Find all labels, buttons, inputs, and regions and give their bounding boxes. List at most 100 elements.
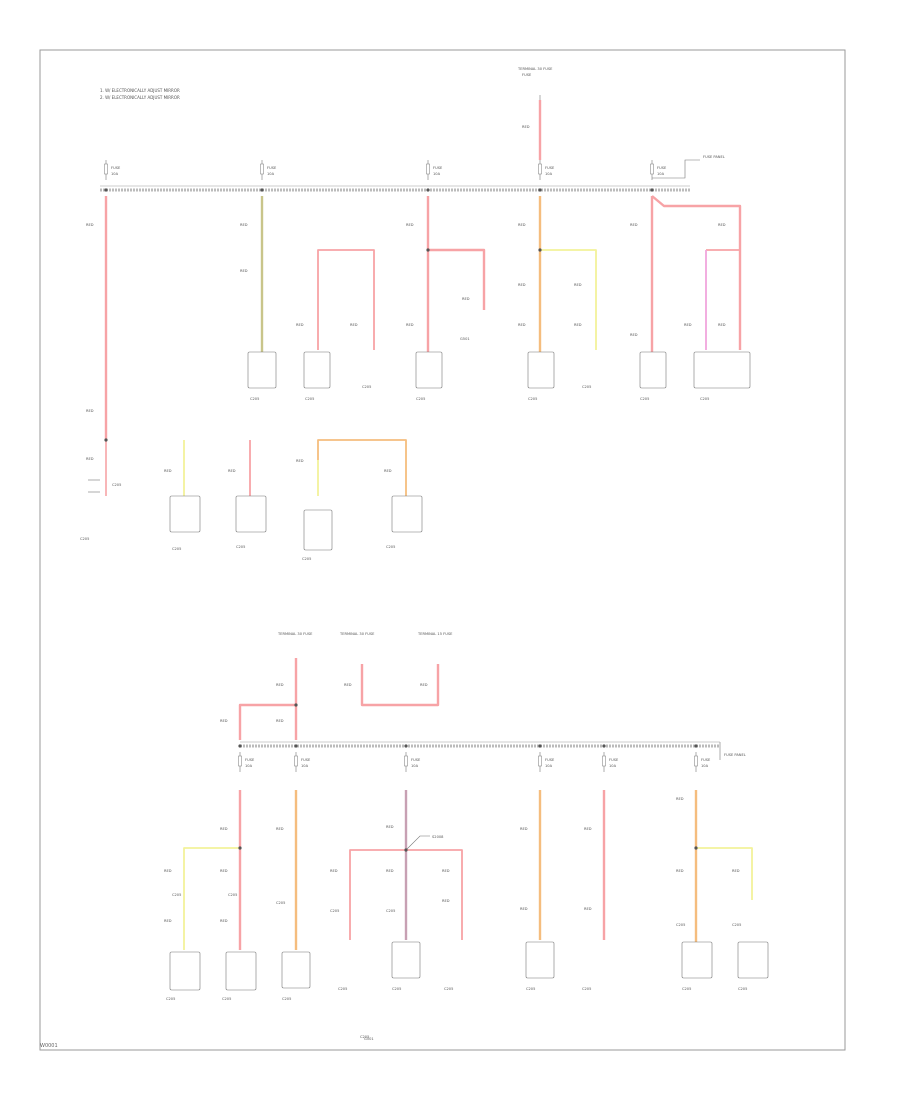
component-box (303, 351, 331, 389)
wire-label: RED (442, 869, 450, 873)
wire-label: RED (220, 719, 228, 723)
fuse-icon (294, 755, 298, 767)
component-box (525, 941, 555, 979)
thin-line (405, 835, 430, 851)
wire-label: C205 (360, 1035, 369, 1039)
wire-label: C205 (250, 397, 259, 401)
splice-dot (538, 744, 542, 748)
component-box (391, 941, 421, 979)
wire-label: TERMINAL 15 FUSE (417, 632, 453, 636)
wire-label: 10A (411, 764, 419, 768)
wire (651, 195, 742, 350)
wire-label: FUSE (657, 166, 667, 170)
fuse-icon (426, 163, 430, 175)
wire-label: TERMINAL 30 FUSE (339, 632, 375, 636)
wire-label: C205 (362, 385, 371, 389)
wire-label: FUSE (545, 166, 555, 170)
wire-label: C205 (676, 923, 685, 927)
wire (238, 703, 296, 740)
figure-id: W0001 (40, 1043, 58, 1049)
wire-label: RED (630, 333, 638, 337)
component-box (169, 951, 201, 991)
wire-label: TERMINAL 30 FUSE (517, 67, 553, 71)
splice-dot (426, 248, 430, 252)
wire-label: C205 (444, 987, 453, 991)
wire-label: C205 (302, 557, 311, 561)
splice-dot (294, 744, 298, 748)
wire-label: C205 (582, 987, 591, 991)
wire-label: C205 (305, 397, 314, 401)
wire-label: RED (220, 827, 228, 831)
fuse-icon (104, 163, 108, 175)
fuse-icon (238, 755, 242, 767)
wire-label: C205 (228, 893, 237, 897)
fuse-icon (538, 163, 542, 175)
wire-label: RED (296, 459, 304, 463)
wire (428, 248, 486, 310)
component-box (527, 351, 555, 389)
legend-line-2: 2. W/ ELECTRONICALLY ADJUST MIRROR (100, 95, 180, 100)
splice-dot (538, 248, 542, 252)
wire-label: RED (630, 223, 638, 227)
wire-label: RED (584, 907, 592, 911)
wire-label: RED (406, 323, 414, 327)
wire-label: 10A (245, 764, 253, 768)
splice-dot (104, 438, 108, 442)
diagram-frame (39, 49, 846, 1051)
wire-label: RED (676, 797, 684, 801)
wire-label: G501 (460, 337, 470, 341)
wire-label: C205 (172, 893, 181, 897)
wire-label: 10A (433, 172, 441, 176)
wire-label: FUSE (433, 166, 443, 170)
splice-dot (426, 188, 430, 192)
wire-label: FUSE (545, 758, 555, 762)
wire-label: C205 (330, 909, 339, 913)
wire-label: RED (518, 283, 526, 287)
wire-label: RED (276, 827, 284, 831)
wire-label: RED (462, 297, 470, 301)
wire-label: C205 (80, 537, 89, 541)
fuse-icon (694, 755, 698, 767)
wire-label: TERMINAL 30 FUSE (277, 632, 313, 636)
wire-label: RED (584, 827, 592, 831)
wire-label: FUSE PANEL (703, 155, 725, 159)
wire-label: C205 (526, 987, 535, 991)
wire-label: RED (574, 283, 582, 287)
wire (540, 249, 597, 350)
wire-label: C205 (282, 997, 291, 1001)
thin-line (652, 159, 700, 179)
fuse-icon (404, 755, 408, 767)
wire-label: RED (240, 223, 248, 227)
wire-label: RED (386, 869, 394, 873)
fuse-icon (650, 163, 654, 175)
component-box (391, 495, 423, 533)
wire-label: 10A (545, 764, 553, 768)
wire-label: FUSE PANEL (724, 753, 746, 757)
wire-label: RED (718, 323, 726, 327)
wire-label: C205 (276, 901, 285, 905)
wire-label: C205 (392, 987, 401, 991)
wire (696, 847, 753, 900)
wire-label: C205 (582, 385, 591, 389)
wire-label: C205 (386, 909, 395, 913)
wire-label: RED (228, 469, 236, 473)
wire-label: 10A (111, 172, 119, 176)
wire-label: RED (520, 827, 528, 831)
wire (317, 249, 375, 350)
wire-label: 10A (267, 172, 275, 176)
wire-label: 10A (545, 172, 553, 176)
wire-label: RED (220, 869, 228, 873)
wire (317, 439, 407, 496)
wire-label: 10A (701, 764, 709, 768)
wire-label: 10A (301, 764, 309, 768)
component-box (225, 951, 257, 991)
wire-label: C205 (222, 997, 231, 1001)
wire-label: RED (86, 409, 94, 413)
wire-label: C205 (640, 397, 649, 401)
component-box (281, 951, 311, 989)
component-box (737, 941, 769, 979)
wire-label: RED (164, 469, 172, 473)
wire-label: G501 (364, 1037, 374, 1041)
component-box (639, 351, 667, 389)
